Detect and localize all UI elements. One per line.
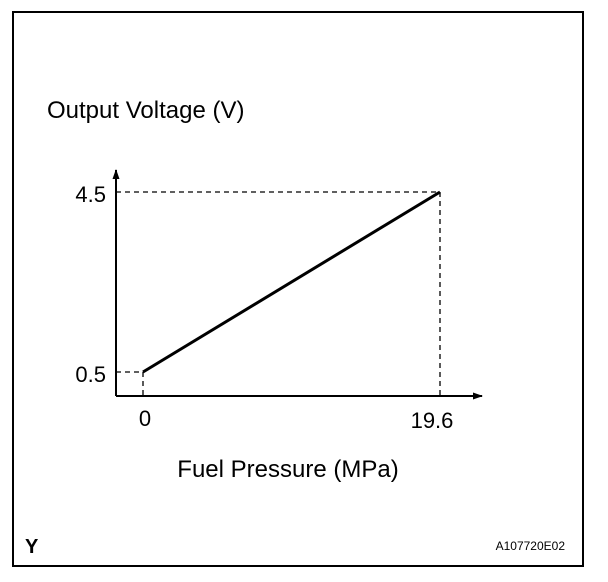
y-tick-label-0.5: 0.5	[75, 362, 106, 387]
series-line	[142, 190, 441, 374]
x-tick-label-19.6: 19.6	[411, 408, 454, 433]
y-tick-label-4.5: 4.5	[75, 182, 106, 207]
x-axis-label: Fuel Pressure (MPa)	[177, 456, 398, 483]
series-layer	[142, 190, 441, 374]
figure-frame	[12, 11, 584, 567]
reference-lines	[116, 191, 441, 396]
y-axis-label: Output Voltage (V)	[47, 97, 244, 124]
corner-letter: Y	[25, 536, 39, 558]
x-tick-label-0: 0	[139, 406, 151, 431]
figure-code: A107720E02	[496, 539, 566, 553]
